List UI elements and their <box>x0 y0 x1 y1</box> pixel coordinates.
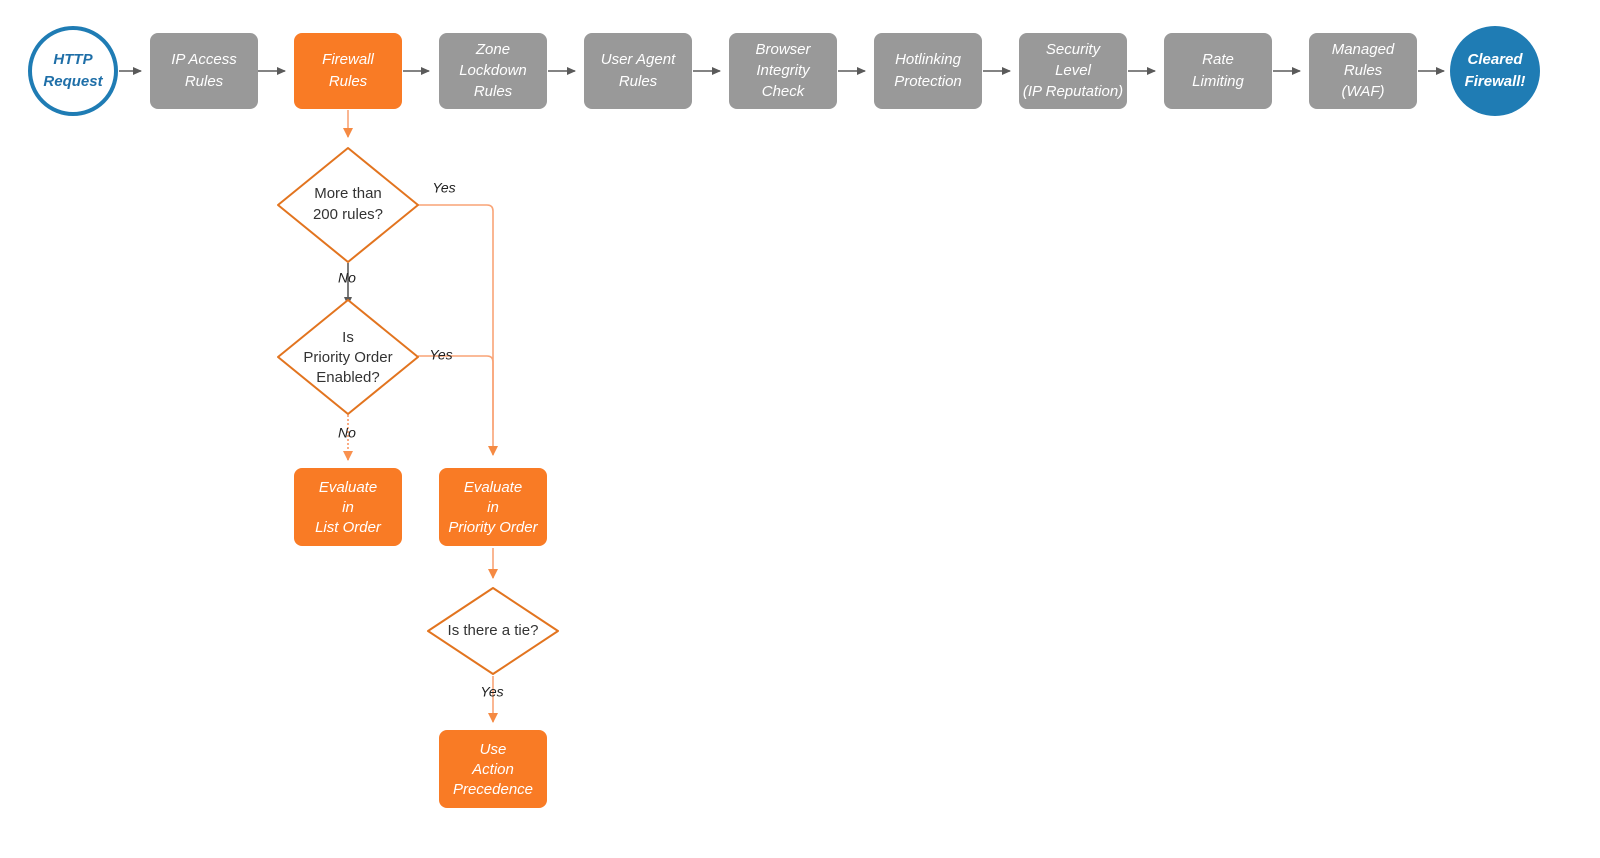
is-there-a-tie-diamond[interactable] <box>427 587 559 675</box>
security-level-label-line-1: Security <box>1046 41 1102 58</box>
evaluate-in-list-order-label-line-2: in <box>342 499 354 516</box>
node-more-than-200-rules[interactable]: More than 200 rules? <box>277 147 419 263</box>
managed-rules-waf-box[interactable] <box>1309 33 1417 109</box>
more-than-200-rules-label-line-1: More than <box>314 185 382 202</box>
cleared-firewall-label-line-1: Cleared <box>1467 51 1523 68</box>
edge-more-than-200-yes <box>418 204 498 456</box>
more-than-200-rules-label-line-2: 200 rules? <box>313 206 383 223</box>
browser-integrity-check-label-line-2: Integrity <box>756 62 811 79</box>
user-agent-rules-box[interactable] <box>584 33 692 109</box>
node-use-action-precedence[interactable]: Use Action Precedence <box>439 730 547 808</box>
browser-integrity-check-label-line-3: Check <box>762 83 806 100</box>
rate-limiting-label-line-1: Rate <box>1202 51 1234 68</box>
http-request-circle[interactable] <box>28 26 118 116</box>
node-user-agent-rules[interactable]: User Agent Rules <box>584 33 692 109</box>
ip-access-rules-label-line-1: IP Access <box>171 51 237 68</box>
ip-access-rules-label-line-2: Rules <box>185 73 224 90</box>
zone-lockdown-rules-box[interactable] <box>439 33 547 109</box>
edge-label-priority-order-no: No <box>338 425 356 441</box>
node-evaluate-in-list-order[interactable]: Evaluate in List Order <box>294 468 402 546</box>
evaluate-in-list-order-label-line-1: Evaluate <box>319 479 377 496</box>
node-browser-integrity-check[interactable]: Browser Integrity Check <box>729 33 837 109</box>
ip-access-rules-box[interactable] <box>150 33 258 109</box>
evaluate-in-priority-order-label-line-2: in <box>487 499 499 516</box>
edge-priority-order-yes <box>418 355 494 430</box>
edge-label-tie-yes: Yes <box>480 684 503 700</box>
zone-lockdown-rules-label-line-2: Lockdown <box>459 62 527 79</box>
browser-integrity-check-label-line-1: Browser <box>755 41 811 58</box>
rate-limiting-box[interactable] <box>1164 33 1272 109</box>
hotlinking-protection-label-line-1: Hotlinking <box>895 51 962 68</box>
node-managed-rules-waf[interactable]: Managed Rules (WAF) <box>1309 33 1417 109</box>
firewall-rules-box[interactable] <box>294 33 402 109</box>
user-agent-rules-label-line-2: Rules <box>619 73 658 90</box>
security-level-box[interactable] <box>1019 33 1127 109</box>
security-level-label-line-2: Level <box>1055 62 1092 79</box>
managed-rules-waf-label-line-3: (WAF) <box>1341 83 1384 100</box>
node-cleared-firewall[interactable]: Cleared Firewall! <box>1450 26 1540 116</box>
more-than-200-rules-diamond[interactable] <box>277 147 419 263</box>
evaluate-in-list-order-box[interactable] <box>294 468 402 546</box>
is-priority-order-enabled-diamond[interactable] <box>277 299 419 415</box>
hotlinking-protection-label-line-2: Protection <box>894 73 962 90</box>
node-is-priority-order-enabled[interactable]: Is Priority Order Enabled? <box>277 299 419 415</box>
browser-integrity-check-box[interactable] <box>729 33 837 109</box>
evaluate-in-list-order-label-line-3: List Order <box>315 519 382 536</box>
evaluate-in-priority-order-label-line-3: Priority Order <box>448 519 538 536</box>
edge-label-priority-order-yes: Yes <box>429 347 452 363</box>
node-hotlinking-protection[interactable]: Hotlinking Protection <box>874 33 982 109</box>
http-request-label-line-1: HTTP <box>53 51 93 68</box>
is-priority-order-enabled-label-line-2: Priority Order <box>303 349 392 366</box>
security-level-label-line-3: (IP Reputation) <box>1023 83 1123 100</box>
is-priority-order-enabled-label-line-3: Enabled? <box>316 369 379 386</box>
managed-rules-waf-label-line-2: Rules <box>1344 62 1383 79</box>
evaluate-in-priority-order-label-line-1: Evaluate <box>464 479 522 496</box>
zone-lockdown-rules-label-line-1: Zone <box>475 41 510 58</box>
node-security-level[interactable]: Security Level (IP Reputation) <box>1019 33 1127 109</box>
node-evaluate-in-priority-order[interactable]: Evaluate in Priority Order <box>439 468 547 546</box>
managed-rules-waf-label-line-1: Managed <box>1332 41 1395 58</box>
edge-label-more-than-200-yes: Yes <box>432 180 455 196</box>
branch-connectors <box>343 110 498 723</box>
use-action-precedence-label-line-3: Precedence <box>453 781 533 798</box>
is-there-a-tie-label: Is there a tie? <box>448 622 539 639</box>
node-ip-access-rules[interactable]: IP Access Rules <box>150 33 258 109</box>
user-agent-rules-label-line-1: User Agent <box>601 51 676 68</box>
use-action-precedence-box[interactable] <box>439 730 547 808</box>
cleared-firewall-label-line-2: Firewall! <box>1465 73 1526 90</box>
node-is-there-a-tie[interactable]: Is there a tie? <box>427 587 559 675</box>
use-action-precedence-label-line-1: Use <box>480 741 507 758</box>
rate-limiting-label-line-2: Limiting <box>1192 73 1244 90</box>
hotlinking-protection-box[interactable] <box>874 33 982 109</box>
node-zone-lockdown-rules[interactable]: Zone Lockdown Rules <box>439 33 547 109</box>
edge-label-more-than-200-no: No <box>338 270 356 286</box>
zone-lockdown-rules-label-line-3: Rules <box>474 83 513 100</box>
node-firewall-rules[interactable]: Firewall Rules <box>294 33 402 109</box>
use-action-precedence-label-line-2: Action <box>471 761 514 778</box>
is-priority-order-enabled-label-line-1: Is <box>342 329 354 346</box>
firewall-rules-label-line-2: Rules <box>329 73 368 90</box>
cleared-firewall-circle[interactable] <box>1450 26 1540 116</box>
http-request-label-line-2: Request <box>43 73 103 90</box>
evaluate-in-priority-order-box[interactable] <box>439 468 547 546</box>
firewall-rules-label-line-1: Firewall <box>322 51 374 68</box>
edge-labels: Yes No Yes No Yes <box>338 180 504 700</box>
node-http-request[interactable]: HTTP Request <box>28 26 118 116</box>
node-rate-limiting[interactable]: Rate Limiting <box>1164 33 1272 109</box>
